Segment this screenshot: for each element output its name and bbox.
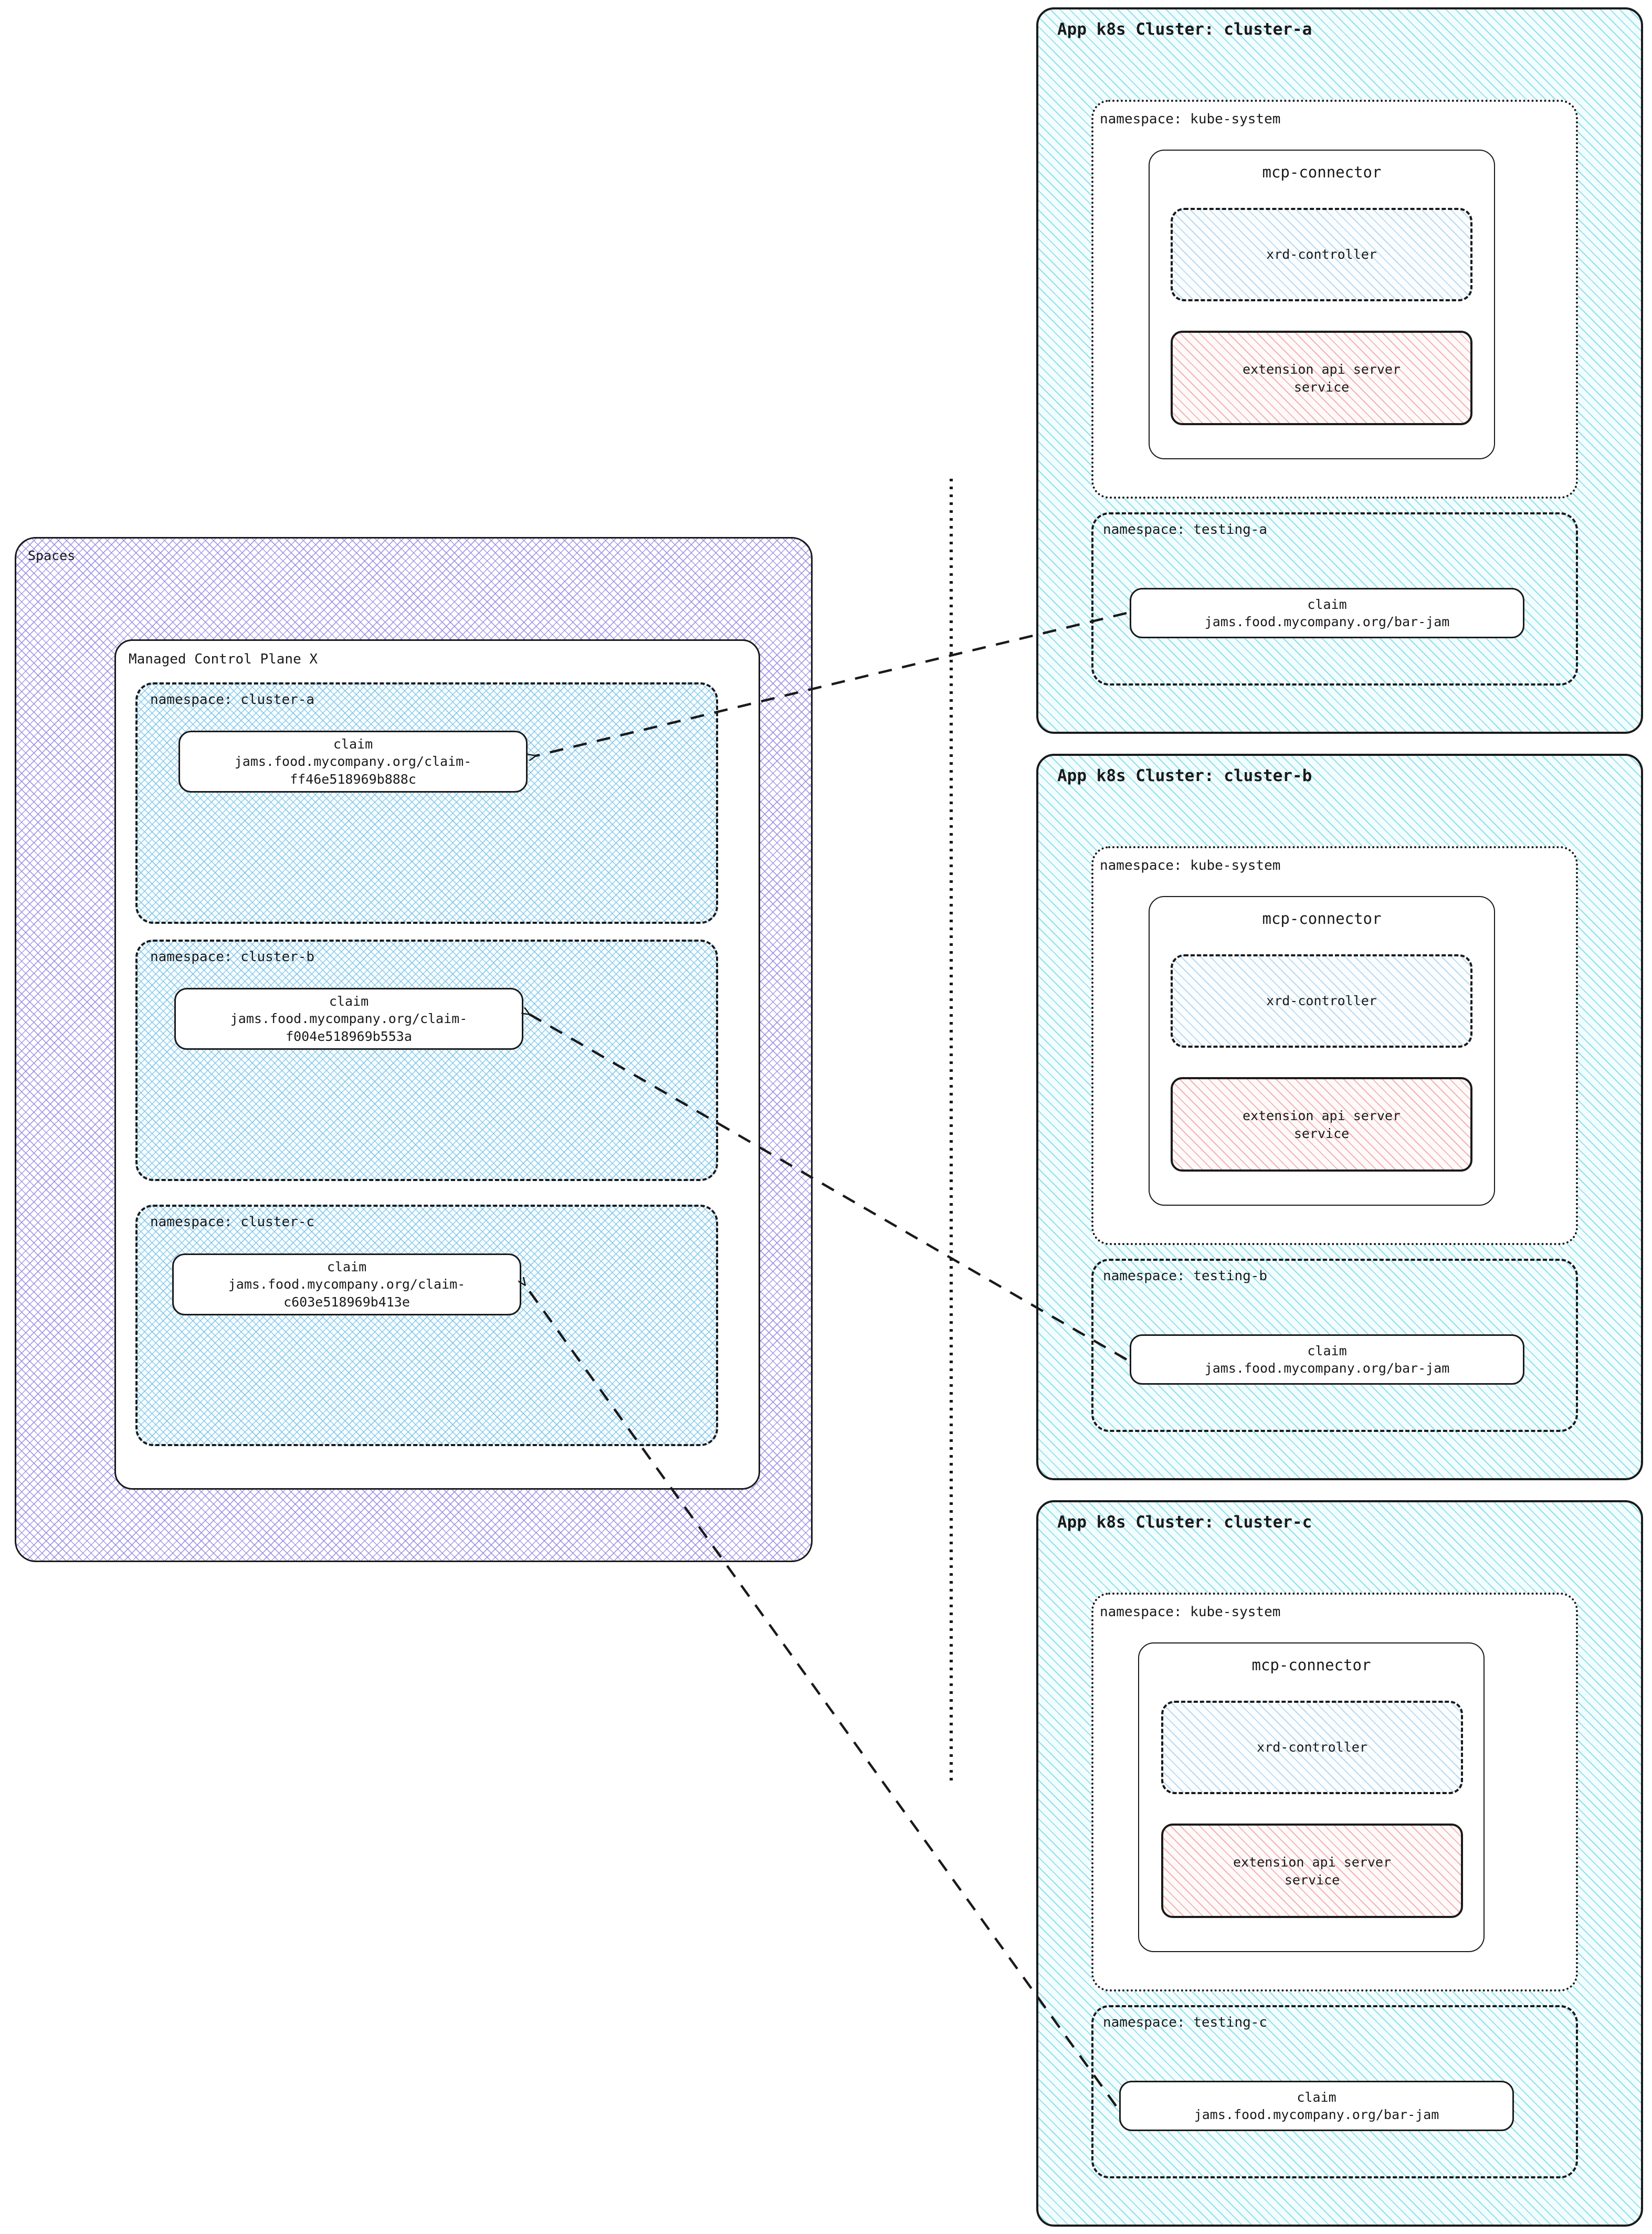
extension-api-server-service-a: extension api server service	[1171, 331, 1472, 425]
claim-testing-b[interactable]: claim jams.food.mycompany.org/bar-jam	[1130, 1334, 1524, 1385]
claim-cluster-c-text: claim jams.food.mycompany.org/claim- c603…	[228, 1258, 466, 1311]
xrd-controller-a-label: xrd-controller	[1266, 247, 1377, 262]
managed-control-plane-label: Managed Control Plane X	[129, 651, 318, 667]
namespace-kube-system-b-label: namespace: kube-system	[1100, 858, 1281, 873]
claim-kind-b: claim	[329, 993, 369, 1009]
namespace-testing-c-label: namespace: testing-c	[1103, 2015, 1268, 2030]
namespace-cluster-c-label: namespace: cluster-c	[150, 1214, 315, 1230]
claim-testing-a-text: claim jams.food.mycompany.org/bar-jam	[1205, 596, 1450, 631]
claim-testing-b-kind: claim	[1307, 1343, 1347, 1358]
namespace-testing-a: namespace: testing-a	[1091, 512, 1578, 686]
app-k8s-cluster-b-label: App k8s Cluster: cluster-b	[1057, 766, 1312, 785]
extension-api-server-service-c-label: extension api server service	[1233, 1854, 1392, 1888]
mcp-connector-c-label: mcp-connector	[1251, 1656, 1371, 1674]
claim-ref-a: jams.food.mycompany.org/claim- ff46e5189…	[234, 754, 472, 787]
claim-kind-a: claim	[333, 736, 373, 752]
claim-ref-c: jams.food.mycompany.org/claim- c603e5189…	[228, 1277, 466, 1310]
mcp-connector-a-label: mcp-connector	[1262, 163, 1382, 181]
xrd-controller-a: xrd-controller	[1171, 208, 1472, 301]
xrd-controller-b: xrd-controller	[1171, 954, 1472, 1048]
claim-cluster-a[interactable]: claim jams.food.mycompany.org/claim- ff46…	[178, 731, 528, 793]
namespace-cluster-c: namespace: cluster-c	[135, 1205, 718, 1446]
namespace-cluster-b: namespace: cluster-b	[135, 940, 718, 1181]
xrd-controller-c-label: xrd-controller	[1257, 1740, 1367, 1755]
claim-ref-b: jams.food.mycompany.org/claim- f004e5189…	[230, 1011, 468, 1044]
claim-testing-c-ref: jams.food.mycompany.org/bar-jam	[1194, 2107, 1439, 2122]
namespace-cluster-a-label: namespace: cluster-a	[150, 692, 315, 708]
extension-api-server-service-b-label: extension api server service	[1242, 1108, 1401, 1141]
app-k8s-cluster-a-label: App k8s Cluster: cluster-a	[1057, 20, 1312, 39]
extension-api-server-service-c: extension api server service	[1161, 1824, 1463, 1918]
xrd-controller-c: xrd-controller	[1161, 1701, 1463, 1794]
claim-testing-a-kind: claim	[1307, 596, 1347, 612]
claim-cluster-a-text: claim jams.food.mycompany.org/claim- ff46…	[235, 735, 472, 788]
claim-testing-a-ref: jams.food.mycompany.org/bar-jam	[1204, 614, 1450, 629]
mcp-connector-b-label: mcp-connector	[1262, 910, 1382, 928]
claim-cluster-b-text: claim jams.food.mycompany.org/claim- f004…	[230, 993, 468, 1046]
extension-api-server-service-b: extension api server service	[1171, 1077, 1472, 1172]
claim-testing-a[interactable]: claim jams.food.mycompany.org/bar-jam	[1130, 588, 1524, 638]
claim-kind-c: claim	[327, 1259, 367, 1274]
claim-testing-c[interactable]: claim jams.food.mycompany.org/bar-jam	[1119, 2081, 1514, 2131]
claim-testing-c-text: claim jams.food.mycompany.org/bar-jam	[1194, 2089, 1439, 2124]
namespace-cluster-b-label: namespace: cluster-b	[150, 949, 315, 965]
claim-testing-b-ref: jams.food.mycompany.org/bar-jam	[1204, 1361, 1450, 1376]
app-k8s-cluster-c-label: App k8s Cluster: cluster-c	[1057, 1513, 1312, 1532]
extension-api-server-service-a-label: extension api server service	[1242, 362, 1401, 395]
claim-cluster-c[interactable]: claim jams.food.mycompany.org/claim- c603…	[172, 1253, 521, 1315]
namespace-cluster-a: namespace: cluster-a	[135, 682, 718, 924]
claim-testing-c-kind: claim	[1297, 2089, 1337, 2105]
namespace-kube-system-a-label: namespace: kube-system	[1100, 111, 1281, 127]
xrd-controller-b-label: xrd-controller	[1266, 993, 1377, 1008]
spaces-label: Spaces	[28, 548, 76, 563]
claim-cluster-b[interactable]: claim jams.food.mycompany.org/claim- f004…	[174, 988, 523, 1050]
namespace-testing-a-label: namespace: testing-a	[1103, 522, 1268, 538]
namespace-testing-b-label: namespace: testing-b	[1103, 1268, 1268, 1284]
claim-testing-b-text: claim jams.food.mycompany.org/bar-jam	[1205, 1342, 1450, 1377]
namespace-kube-system-c-label: namespace: kube-system	[1100, 1604, 1281, 1620]
